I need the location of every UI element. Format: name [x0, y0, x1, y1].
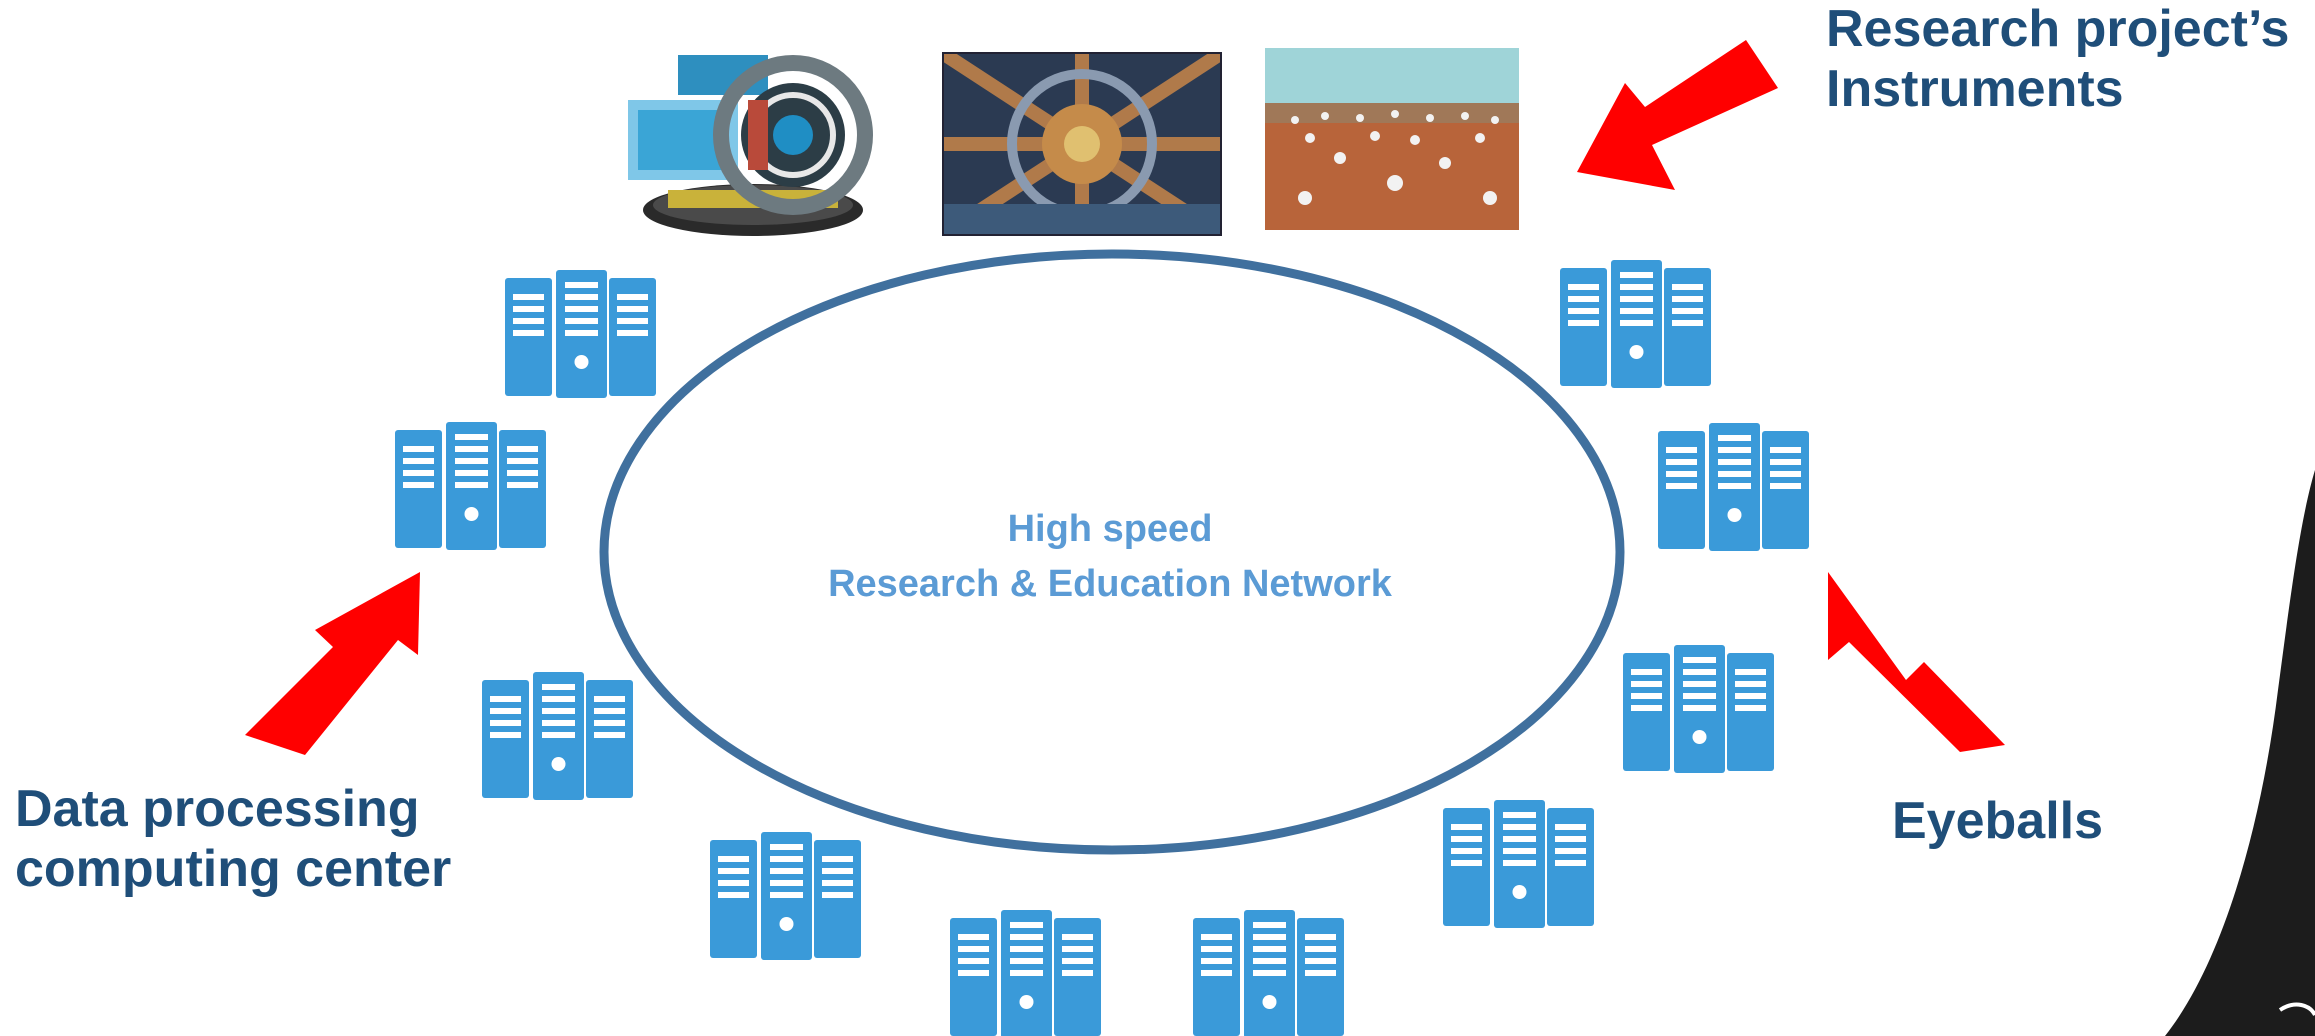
- computing-label-line1: Data processing: [15, 780, 420, 838]
- server-icon: [1193, 910, 1344, 1036]
- corner-decoration: [2165, 470, 2315, 1036]
- instruments-label-line1: Research project’s: [1826, 0, 2290, 58]
- particle-detector-icon: [942, 52, 1222, 236]
- server-icon: [950, 910, 1101, 1036]
- network-label-line1: High speed: [1007, 508, 1213, 550]
- network-ring: [599, 249, 1625, 855]
- server-icon: [1623, 645, 1774, 773]
- network-label: High speed Research & Education Network: [780, 502, 1440, 612]
- server-icon: [1658, 423, 1809, 551]
- server-icon: [482, 672, 633, 800]
- arrow-icon-eyeballs: [1828, 572, 2005, 752]
- server-icon: [505, 270, 656, 398]
- telescope-camera-icon: [608, 40, 880, 240]
- server-icon: [1560, 260, 1711, 388]
- computing-center-label: Data processing computing center: [15, 780, 451, 900]
- server-icon: [710, 832, 861, 960]
- arrow-icon-instruments: [1577, 40, 1778, 190]
- network-label-line2: Research & Education Network: [828, 563, 1392, 606]
- eyeballs-label: Eyeballs: [1892, 792, 2103, 852]
- computing-label-line2: computing center: [15, 839, 452, 898]
- instruments-label-line2: Instruments: [1826, 59, 2124, 118]
- arrow-icon-computing: [245, 572, 420, 755]
- corner-highlight: [2278, 1002, 2315, 1017]
- server-icon: [1443, 800, 1594, 928]
- server-icon: [395, 422, 546, 550]
- instruments-label: Research project’s Instruments: [1826, 0, 2289, 120]
- eyeballs-label-text: Eyeballs: [1892, 792, 2104, 850]
- radio-dish-array-icon: [1265, 48, 1519, 230]
